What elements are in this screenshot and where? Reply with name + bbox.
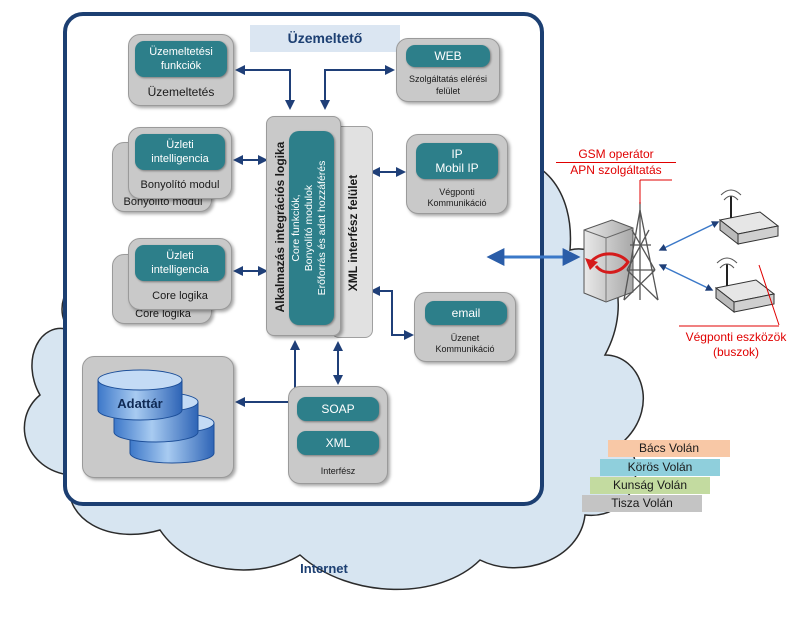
operations-pill-line2: funkciók: [160, 60, 202, 72]
web-caption-line2: felület: [435, 86, 461, 96]
core-functions-line1: Core funkciók,: [290, 194, 302, 262]
endpoint-caption-line1: Végponti: [439, 187, 475, 197]
gsm-line2: APN szolgáltatás: [556, 162, 676, 178]
endpoint-devices-label: Végponti eszközök (buszok): [676, 330, 796, 360]
web-box: WEB Szolgáltatás elérési felület: [396, 38, 500, 102]
core-logic-back-caption: Core logika: [135, 308, 191, 320]
core-functions-line3: Erőforrás és adat hozzáférés: [316, 160, 328, 296]
volan-tag-kunsag: Kunság Volán: [590, 477, 710, 494]
business-intelligence-pill: Üzleti intelligencia: [135, 134, 225, 170]
core-intelligence-pill: Üzleti intelligencia: [135, 245, 225, 281]
web-pill: WEB: [406, 45, 490, 67]
soap-pill: SOAP: [297, 397, 379, 421]
core-pill-line2: intelligencia: [151, 264, 209, 276]
router-device-icon: [718, 189, 780, 246]
data-store-cylinders: [97, 369, 215, 464]
endpoint-communication-box: IP Mobil IP Végponti Kommunikáció: [406, 134, 508, 214]
integration-logic-panel: Alkalmazás integrációs logika Core funkc…: [266, 116, 341, 336]
bi-pill-line1: Üzleti: [166, 139, 194, 151]
core-functions-line2: Bonyolító modulok: [303, 184, 315, 272]
core-logic-caption: Core logika: [152, 290, 208, 302]
endpoint-caption-line2: Kommunikáció: [427, 198, 487, 208]
volan-tag-bacs: Bács Volán: [608, 440, 730, 457]
xml-pill: XML: [297, 431, 379, 455]
antenna-tower-icon: [623, 202, 659, 301]
business-module-box: Üzleti intelligencia Bonyolító modul: [128, 127, 232, 199]
integration-logic-label: Alkalmazás integrációs logika: [273, 141, 287, 313]
operator-title: Üzemeltető: [287, 30, 363, 46]
volan-tag-tisza: Tisza Volán: [582, 495, 702, 512]
message-communication-box: email Üzenet Kommunikáció: [414, 292, 516, 362]
email-pill: email: [425, 301, 507, 325]
web-caption: Szolgáltatás elérési felület: [397, 73, 499, 97]
ip-pill-line1: IP: [451, 147, 463, 161]
operator-title-box: Üzemeltető: [250, 25, 400, 52]
operations-pill-line1: Üzemeltetési: [149, 46, 213, 58]
business-module-caption: Bonyolító modul: [140, 179, 220, 191]
xml-interface-label: XML interfész felület: [346, 174, 360, 292]
endpoints-line1: Végponti eszközök: [685, 330, 787, 344]
message-caption-line2: Kommunikáció: [435, 344, 495, 354]
router-device-icon: [714, 257, 776, 314]
interface-caption: Interfész: [320, 466, 356, 476]
volan-tag-koros: Körös Volán: [600, 459, 720, 476]
business-module-back-caption: Bonyolító modul: [123, 196, 203, 208]
web-caption-line1: Szolgáltatás elérési: [408, 74, 488, 84]
ip-pill-line2: Mobil IP: [435, 161, 479, 175]
operations-caption: Üzemeltetés: [147, 85, 215, 99]
core-functions-pill: Core funkciók, Bonyolító modulok Erőforr…: [289, 131, 334, 325]
gsm-operator-label: GSM operátor APN szolgáltatás: [556, 147, 676, 178]
core-pill-line1: Üzleti: [166, 250, 194, 262]
ip-pill: IP Mobil IP: [416, 143, 498, 179]
message-caption-line1: Üzenet: [450, 333, 480, 343]
endpoints-line2: (buszok): [712, 345, 759, 359]
internet-label: Internet: [300, 561, 348, 576]
core-logic-box: Üzleti intelligencia Core logika: [128, 238, 232, 310]
data-store-label: Adattár: [117, 396, 163, 411]
message-communication-caption: Üzenet Kommunikáció: [415, 333, 515, 355]
gsm-line1: GSM operátor: [578, 147, 654, 161]
operations-functions-pill: Üzemeltetési funkciók: [135, 41, 227, 77]
bi-pill-line2: intelligencia: [151, 153, 209, 165]
interface-box: SOAP XML Interfész: [288, 386, 388, 484]
endpoint-communication-caption: Végponti Kommunikáció: [407, 187, 507, 209]
operations-box: Üzemeltetési funkciók Üzemeltetés: [128, 34, 234, 106]
server-icon: [583, 219, 634, 303]
